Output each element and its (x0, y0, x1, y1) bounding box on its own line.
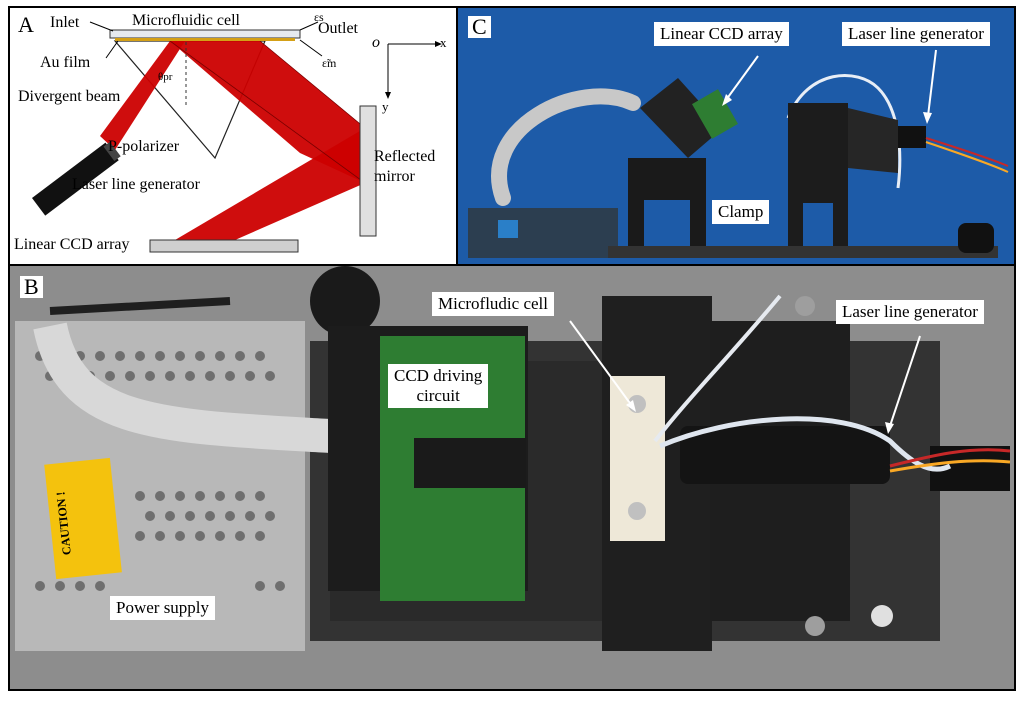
axis-y-label: y (382, 99, 389, 114)
b-ccd-circuit-label: CCD driving circuit (388, 364, 489, 408)
b-laser-label: Laser line generator (836, 300, 984, 324)
eps-m-label: ε̃m (322, 56, 337, 70)
ccd-array-label: Linear CCD array (14, 236, 130, 253)
panel-letter-b: B (20, 276, 43, 298)
laser-cylinder (680, 426, 890, 484)
mirror-label: mirror (374, 168, 415, 185)
panel-c-photo: C Linear CCD array Laser line generator … (458, 8, 1014, 266)
inlet-label: Inlet (50, 14, 80, 31)
b-ccd-circuit-line1: CCD driving (394, 366, 483, 385)
ccd-head (640, 78, 723, 158)
polarizer-label: P-polarizer (108, 138, 180, 155)
laser-label: Laser line generator (72, 176, 200, 193)
laser-body (31, 141, 121, 216)
rail (608, 246, 998, 258)
mirror (359, 105, 377, 237)
au-film-label: Au film (40, 54, 91, 71)
b-ribbon-cable (33, 322, 331, 453)
au-film-layer (115, 38, 295, 41)
board (468, 208, 618, 258)
incident-beam (100, 41, 185, 150)
fiber (786, 74, 902, 189)
c-ccd-label: Linear CCD array (654, 22, 789, 46)
ccd-bar (149, 239, 299, 253)
ribbon-cable (491, 88, 641, 206)
cell-bar (109, 29, 301, 39)
figure-frame: A Inlet Microfluidic cell εs Outlet Au f… (8, 6, 1016, 691)
axis-o-label: o (372, 34, 380, 51)
b-power-label: Power supply (110, 596, 216, 620)
c-laser-label: Laser line generator (842, 22, 990, 46)
theta-label: θpr (158, 71, 173, 83)
reflected-label: Reflected (374, 148, 436, 165)
panel-a-schematic: A Inlet Microfluidic cell εs Outlet Au f… (10, 8, 458, 266)
photo-b-drawing (15, 266, 1011, 651)
caution-sticker (44, 457, 122, 580)
ccd-chip (414, 438, 526, 488)
photo-c-drawing (468, 49, 1009, 258)
b-ccd-circuit-line2: circuit (416, 386, 460, 405)
panel-letter-c: C (468, 16, 491, 38)
cell-label: Microfluidic cell (132, 12, 240, 29)
divergent-beam-label: Divergent beam (18, 88, 121, 105)
outlet-label: Outlet (318, 20, 358, 37)
eps-s-label: εs (314, 10, 324, 24)
panel-letter-a: A (18, 12, 34, 37)
panel-b-photo: B Microfludic cell Laser line generator … (10, 266, 1014, 689)
c-clamp-label: Clamp (712, 200, 770, 224)
schematic-drawing (31, 21, 442, 253)
reflected-beam-lower (175, 128, 365, 240)
axis-x-label: x (440, 35, 447, 50)
b-cell-label: Microfludic cell (432, 292, 554, 316)
